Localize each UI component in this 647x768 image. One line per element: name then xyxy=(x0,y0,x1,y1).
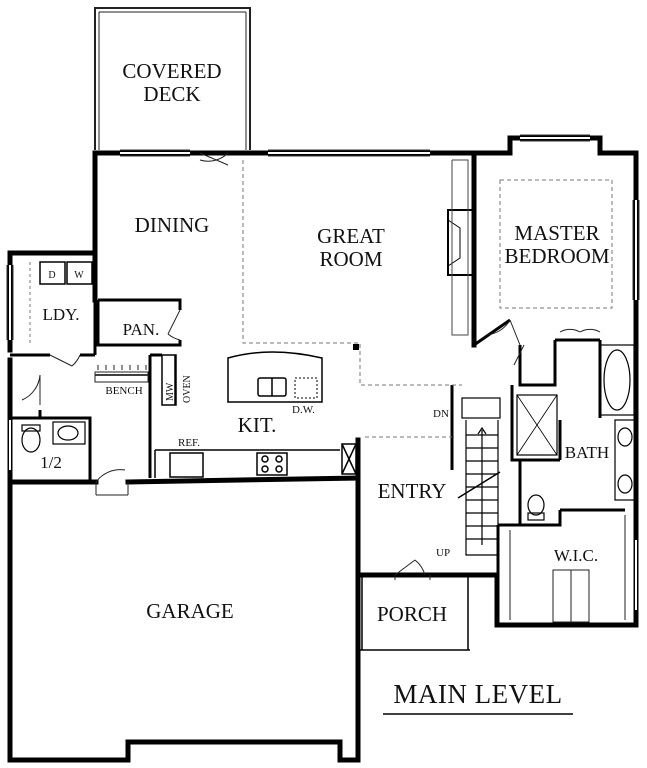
refrigerator-label: REF. xyxy=(178,437,200,449)
mudroom-door xyxy=(21,374,41,405)
master-bath xyxy=(516,344,636,521)
window-frames xyxy=(6,134,640,340)
laundry-label: LDY. xyxy=(43,305,80,324)
covered-deck-label-1: COVERED xyxy=(122,59,221,83)
kitchen-counter xyxy=(154,443,357,478)
bench-label: BENCH xyxy=(105,385,142,397)
stair-up-label: UP xyxy=(436,547,450,559)
stairs xyxy=(457,397,501,556)
oven-label: OVEN xyxy=(182,375,193,403)
pantry-door xyxy=(167,309,181,341)
master-bedroom-label-1: MASTER xyxy=(514,221,599,245)
entry-label: ENTRY xyxy=(378,479,447,503)
entry-door xyxy=(394,559,431,580)
half-bath-fixtures xyxy=(21,421,86,453)
mw-label: MW xyxy=(165,382,176,401)
kitchen-island xyxy=(227,351,323,403)
porch-label: PORCH xyxy=(377,602,447,626)
wic-label: W.I.C. xyxy=(554,546,598,565)
laundry-door xyxy=(49,354,81,367)
master-bedroom-label-2: BEDROOM xyxy=(504,244,609,268)
column xyxy=(353,344,359,350)
fireplace xyxy=(447,209,474,276)
stair-down-label: DN xyxy=(433,408,449,420)
washer-dryer xyxy=(39,261,93,285)
windows xyxy=(9,137,637,610)
garage-entry-door xyxy=(95,469,129,496)
dishwasher-label: D.W. xyxy=(292,404,315,416)
great-room-label-2: ROOM xyxy=(319,247,382,271)
master-bedroom-door xyxy=(485,319,601,366)
covered-deck xyxy=(94,7,251,150)
dryer-label: D xyxy=(48,270,55,281)
washer-label: W xyxy=(74,270,84,281)
garage-label: GARAGE xyxy=(146,599,234,623)
covered-deck-label-2: DECK xyxy=(143,82,200,106)
bench xyxy=(94,365,149,383)
wic-shelves xyxy=(509,515,626,623)
deck-door xyxy=(199,152,229,166)
mw-oven-cabinet xyxy=(161,354,177,406)
pantry-label: PAN. xyxy=(123,320,160,339)
great-room-built-in xyxy=(451,159,469,336)
plan-title: MAIN LEVEL xyxy=(393,679,562,709)
half-bath-label: 1/2 xyxy=(40,453,62,472)
kitchen-label: KIT. xyxy=(238,413,277,437)
great-room-label-1: GREAT xyxy=(317,224,385,248)
dining-label: DINING xyxy=(135,213,210,237)
bath-label: BATH xyxy=(565,443,609,462)
ceiling-lines xyxy=(242,160,613,438)
